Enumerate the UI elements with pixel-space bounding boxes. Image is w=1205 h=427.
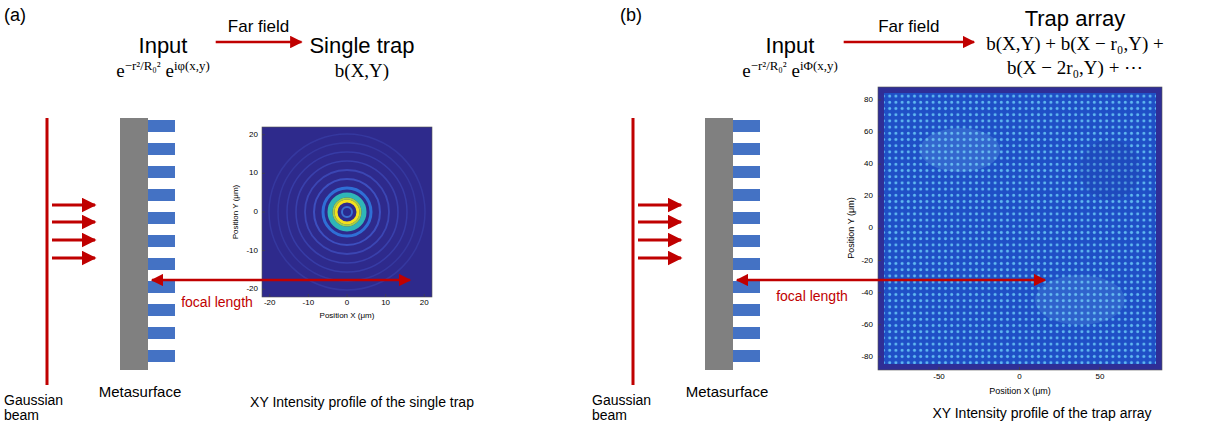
tick-label: -60 bbox=[861, 320, 873, 329]
tick-label: 20 bbox=[249, 130, 258, 139]
heading-text: Trap array bbox=[982, 6, 1168, 32]
edge-label: Far field bbox=[228, 17, 289, 37]
plot-caption: XY Intensity profile of the single trap bbox=[250, 395, 474, 410]
axis-title: Position Y (μm) bbox=[232, 185, 241, 240]
tick-label: 40 bbox=[864, 160, 873, 169]
far-field-arrow bbox=[844, 41, 974, 44]
beam-arrows bbox=[52, 205, 95, 258]
plot-caption: XY Intensity profile of the trap array bbox=[932, 406, 1151, 421]
trap-array-heatmap bbox=[878, 87, 1162, 370]
tick-label: -20 bbox=[246, 285, 258, 294]
text-node: Trap arrayb(X,Y) + b(X − r₀,Y) + b(X − 2… bbox=[978, 6, 1172, 80]
tick-label: 0 bbox=[345, 299, 349, 308]
tick-label: 10 bbox=[249, 169, 258, 178]
formula-text: b(X,Y) bbox=[309, 59, 414, 83]
heading-text: Input bbox=[742, 33, 837, 59]
text-node: Inpute−r²/R₀² eiφ(x,y) bbox=[112, 33, 213, 83]
heading-text: Single trap bbox=[309, 33, 414, 59]
tick-label: -20 bbox=[861, 256, 873, 265]
heading-text: Input bbox=[116, 33, 209, 59]
formula-text: e−r²/R₀² eiφ(x,y) bbox=[116, 59, 209, 83]
axis-title: Position Y (μm) bbox=[847, 197, 857, 258]
tick-label: -20 bbox=[264, 299, 276, 308]
metasurface-pillars bbox=[148, 120, 175, 362]
axis-title: Position X (μm) bbox=[989, 387, 1051, 397]
metasurface-substrate bbox=[705, 118, 733, 370]
metasurface-label: Metasurface bbox=[99, 384, 182, 401]
text-node: Inpute−r²/R₀² eiΦ(x,y) bbox=[738, 33, 841, 83]
tick-label: 80 bbox=[864, 96, 873, 105]
tick-label: 20 bbox=[420, 299, 429, 308]
focal-length-arrow bbox=[737, 279, 1045, 282]
tick-label: -40 bbox=[861, 288, 873, 297]
tick-label: 0 bbox=[869, 224, 873, 233]
tick-label: 60 bbox=[864, 128, 873, 137]
text-node: Single trapb(X,Y) bbox=[305, 33, 418, 83]
tick-label: -80 bbox=[861, 352, 873, 361]
tick-label: -10 bbox=[303, 299, 315, 308]
tick-label: -10 bbox=[246, 246, 258, 255]
tick-label: 0 bbox=[254, 208, 258, 217]
focal-length-label: focal length bbox=[776, 289, 848, 304]
tick-label: 20 bbox=[864, 192, 873, 201]
axis-title: Position X (μm) bbox=[320, 312, 375, 321]
tick-label: 0 bbox=[1017, 373, 1021, 382]
beam-arrows bbox=[638, 205, 681, 258]
axis-ticks bbox=[262, 100, 1100, 370]
metasurface-label: Metasurface bbox=[686, 384, 769, 401]
single-trap-heatmap bbox=[262, 127, 432, 297]
tick-label: 50 bbox=[1096, 373, 1105, 382]
formula-text: e−r²/R₀² eiΦ(x,y) bbox=[742, 59, 837, 83]
edge-label: Far field bbox=[878, 17, 939, 37]
gaussian-beam-line bbox=[632, 118, 635, 385]
beam-label: Gaussian beam bbox=[4, 393, 74, 422]
gaussian-beam-line bbox=[46, 118, 49, 385]
beam-label: Gaussian beam bbox=[592, 393, 662, 422]
tick-label: 10 bbox=[381, 299, 390, 308]
focal-length-arrow bbox=[152, 279, 410, 282]
metasurface-pillars bbox=[733, 120, 760, 362]
formula-text: b(X,Y) + b(X − r₀,Y) + b(X − 2r₀,Y) + ⋯ bbox=[982, 32, 1168, 80]
focal-length-label: focal length bbox=[181, 295, 253, 310]
panel-letter: (b) bbox=[620, 6, 642, 26]
tick-label: -50 bbox=[933, 373, 945, 382]
panel-letter: (a) bbox=[4, 6, 26, 26]
metasurface-substrate bbox=[120, 118, 148, 370]
far-field-arrow bbox=[216, 41, 302, 44]
